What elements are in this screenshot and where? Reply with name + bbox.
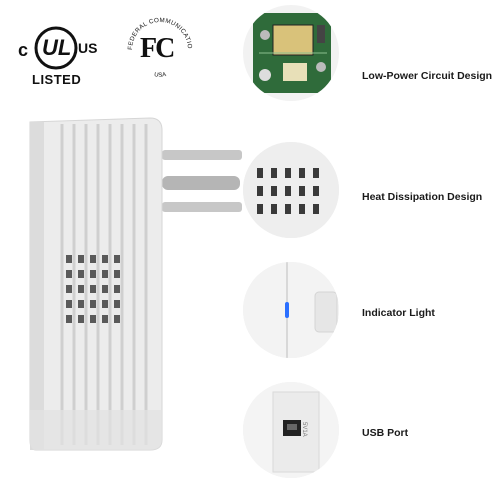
device-illustration (29, 117, 242, 451)
svg-text:USA: USA (154, 72, 167, 79)
feature-label-circuit: Low-Power Circuit Design (362, 70, 493, 82)
device-body (29, 117, 163, 451)
ul-c-letter: c (18, 40, 29, 60)
fcc-logo-text: FC (140, 33, 175, 64)
device-vent-slots (66, 255, 120, 323)
device-ribs (60, 124, 148, 445)
ul-listed-text: LISTED (32, 72, 82, 87)
ul-listed-mark (34, 26, 78, 70)
usb-port-icon (243, 382, 339, 478)
ul-letters: UL (42, 35, 72, 60)
feature-indicator-image (243, 262, 339, 358)
plug-prong-top (162, 150, 242, 160)
feature-label-indicator: Indicator Light (362, 307, 435, 319)
ul-listed-logo: c UL US LISTED (12, 20, 100, 90)
plug-prong-bottom (162, 202, 242, 212)
feature-vent-image (243, 142, 339, 238)
feature-label-usb: USB Port (362, 427, 409, 439)
plug-prong-ground (162, 176, 240, 190)
feature-label-heat: Heat Dissipation Design (362, 191, 483, 203)
fcc-logo: FEDERAL COMMUNICATIONS COMMISSION USA FC (117, 3, 200, 88)
power-adapter-device (22, 110, 242, 460)
pcb-icon (253, 13, 331, 93)
fcc-seal: FEDERAL COMMUNICATIONS COMMISSION USA (117, 3, 192, 79)
usb-port-marking: 5V1A (301, 422, 307, 437)
feature-circuit-image (243, 5, 339, 101)
feature-usb-image: 5V1A (243, 382, 339, 478)
indicator-light-icon (243, 262, 339, 358)
vent-closeup-icon (243, 142, 339, 238)
ul-us-letters: US (78, 40, 98, 56)
